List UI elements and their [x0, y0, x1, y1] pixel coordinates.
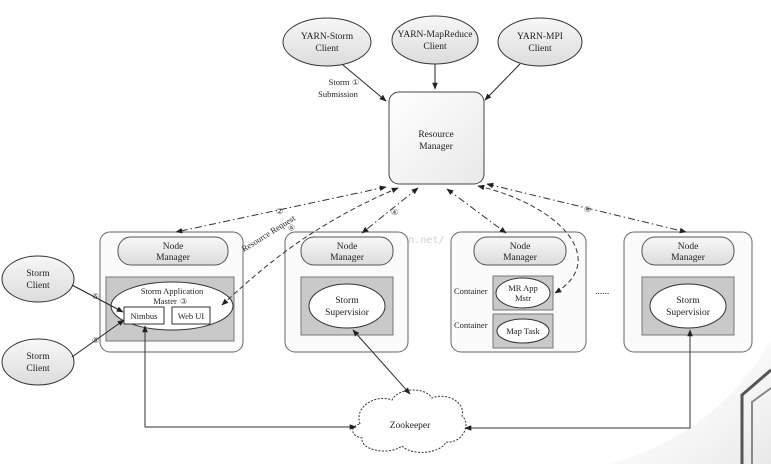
- svg-text:Submission: Submission: [318, 89, 358, 99]
- step-4-label-node4: ④: [584, 205, 591, 214]
- svg-text:YARN-Storm: YARN-Storm: [301, 32, 354, 42]
- svg-text:Manager: Manager: [503, 253, 538, 263]
- nimbus-box: Nimbus: [123, 306, 165, 325]
- svg-text:Storm: Storm: [335, 296, 359, 306]
- svg-text:Web UI: Web UI: [178, 311, 205, 321]
- storm-client-top: Storm Client: [1, 255, 75, 303]
- step-5-label-top: ⑤: [92, 292, 99, 301]
- svg-text:Node: Node: [163, 242, 184, 252]
- svg-text:Node: Node: [678, 242, 699, 252]
- arrow-storm-client-top-to-nimbus: [71, 284, 124, 313]
- svg-text:Storm: Storm: [676, 296, 700, 306]
- svg-text:Supervisior: Supervisior: [666, 308, 711, 318]
- step-4-label-request: ④: [286, 222, 297, 233]
- yarn-mapreduce-client: YARN-MapReduce Client: [391, 15, 479, 65]
- rm-to-mr-app-master-curve: [477, 184, 579, 294]
- resource-manager: Resource Manager: [388, 91, 485, 185]
- arrow-storm-client-to-rm: [342, 64, 387, 102]
- node-box-2: Node Manager Storm Supervisior: [284, 231, 409, 353]
- svg-text:Resource: Resource: [418, 130, 453, 140]
- storm-submission-label: Storm ① Submission: [318, 77, 359, 99]
- svg-text:③: ③: [180, 297, 187, 306]
- svg-text:Manager: Manager: [671, 253, 706, 263]
- svg-text:Manager: Manager: [156, 253, 191, 263]
- page-curl-decoration: [610, 340, 771, 464]
- more-nodes-ellipsis: ......: [595, 287, 609, 297]
- svg-text:Container: Container: [454, 286, 488, 296]
- svg-text:MR App: MR App: [508, 283, 538, 293]
- svg-text:Client: Client: [528, 44, 552, 54]
- yarn-mpi-client: YARN-MPI Client: [497, 17, 583, 67]
- svg-text:Client: Client: [26, 364, 50, 374]
- step-2-label: ②: [276, 207, 283, 216]
- svg-text:Manager: Manager: [419, 142, 454, 152]
- step-4-label-node2: ④: [391, 208, 398, 217]
- svg-text:Manager: Manager: [330, 253, 365, 263]
- storm-client-bottom: Storm Client: [1, 338, 75, 386]
- svg-text:Master: Master: [153, 296, 177, 306]
- web-ui-box: Web UI: [171, 306, 211, 325]
- node-box-4: Node Manager Storm Supervisior: [623, 231, 753, 353]
- svg-text:Client: Client: [26, 281, 50, 291]
- svg-text:Supervisior: Supervisior: [325, 308, 370, 318]
- step-5-label-bottom: ⑤: [92, 336, 99, 345]
- svg-text:Storm Application: Storm Application: [141, 286, 204, 296]
- svg-text:Container: Container: [454, 320, 488, 330]
- link-supervisor-zookeeper: [352, 329, 411, 395]
- link-rm-node2: [361, 187, 419, 234]
- svg-text:①: ①: [352, 78, 359, 87]
- svg-text:Nimbus: Nimbus: [131, 311, 158, 321]
- svg-text:Node: Node: [337, 242, 358, 252]
- svg-text:Client: Client: [315, 44, 339, 54]
- resource-request-curve: [221, 187, 399, 306]
- svg-text:Storm: Storm: [26, 269, 50, 279]
- svg-text:Storm: Storm: [329, 77, 350, 87]
- arrow-storm-client-bottom-to-nimbus: [71, 319, 125, 358]
- zookeeper-label: Zookeeper: [390, 421, 431, 431]
- link-nimbus-zookeeper: [142, 325, 357, 430]
- svg-text:YARN-MapReduce: YARN-MapReduce: [398, 30, 473, 40]
- svg-text:Node: Node: [510, 242, 531, 252]
- yarn-storm-client: YARN-Storm Client: [282, 17, 372, 67]
- page-edge-decoration: [740, 368, 771, 464]
- svg-text:Client: Client: [423, 42, 447, 52]
- zookeeper-cloud: [352, 389, 467, 453]
- svg-text:Mstr: Mstr: [515, 293, 531, 303]
- svg-text:YARN-MPI: YARN-MPI: [517, 32, 563, 42]
- link-rm-node3: [446, 188, 507, 234]
- svg-text:Storm: Storm: [26, 352, 50, 362]
- link-supervisor4-zookeeper: [464, 329, 693, 431]
- svg-text:Map Task: Map Task: [506, 326, 540, 336]
- arrow-mpi-client-to-rm: [484, 63, 521, 101]
